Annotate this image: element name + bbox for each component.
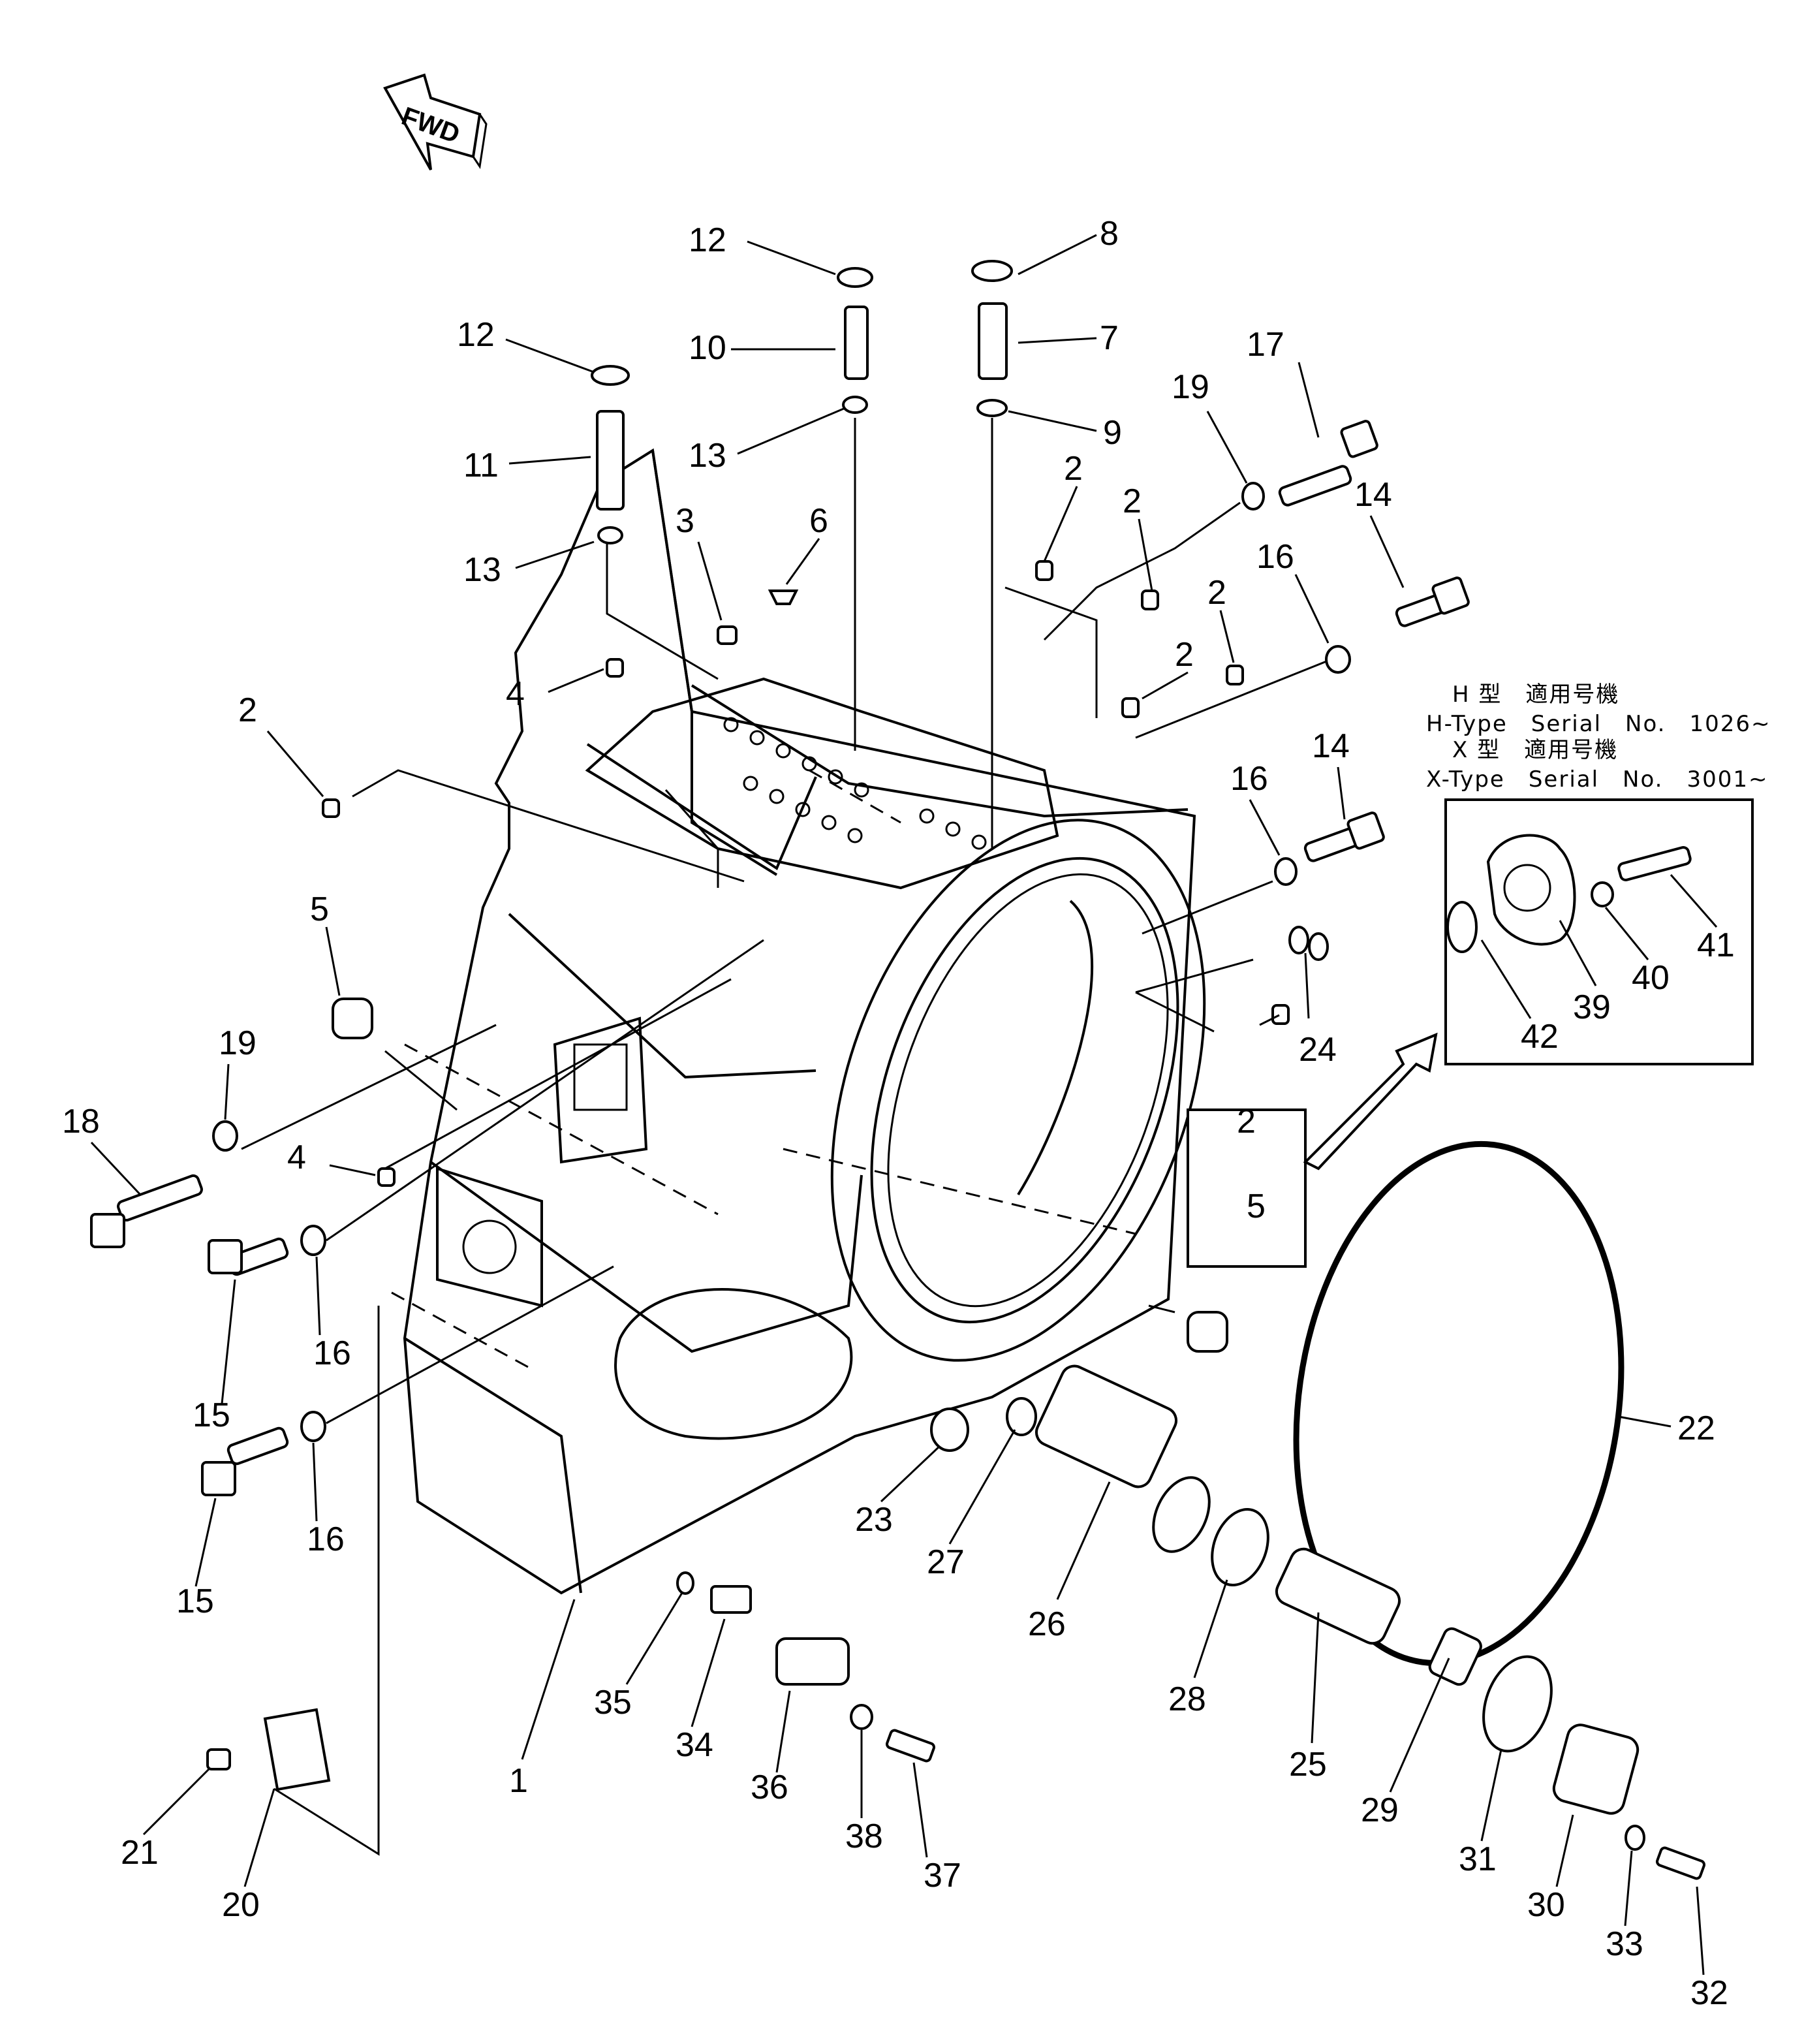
x-type-serial-label: X-Type Serial No. 3001∼ <box>1426 766 1769 793</box>
callout-2a: 2 <box>1064 450 1083 488</box>
hidden-lines <box>391 769 1136 1372</box>
callout-35: 35 <box>594 1684 632 1722</box>
callout-2c: 2 <box>1207 574 1226 612</box>
inset-pointer-arrow <box>1303 1032 1438 1171</box>
callout-14a: 14 <box>1354 476 1392 514</box>
callout-7: 7 <box>1100 319 1119 357</box>
fwd-arrow-icon: FWD <box>383 73 488 170</box>
callout-19a: 19 <box>1172 368 1209 406</box>
x-type-jp-label: X 型 適用号機 <box>1452 737 1618 763</box>
callout-6: 6 <box>809 502 828 540</box>
callout-10: 10 <box>689 329 726 367</box>
case-plate-holes <box>723 717 987 850</box>
callout-25: 25 <box>1289 1746 1327 1784</box>
callout-11: 11 <box>463 447 499 484</box>
callout-39: 39 <box>1573 988 1611 1026</box>
callout-13b: 13 <box>463 551 501 589</box>
callout-20: 20 <box>222 1886 260 1924</box>
callout-30: 30 <box>1527 1886 1565 1924</box>
callout-1: 1 <box>509 1762 528 1800</box>
callout-4b: 4 <box>287 1139 306 1176</box>
callout-2b: 2 <box>1123 482 1142 520</box>
h-type-jp-label: H 型 適用号機 <box>1452 682 1619 708</box>
callout-9: 9 <box>1103 414 1122 452</box>
callout-18: 18 <box>62 1103 100 1140</box>
callout-27: 27 <box>927 1543 965 1581</box>
callout-26: 26 <box>1028 1605 1066 1643</box>
callout-14b: 14 <box>1312 727 1350 765</box>
callout-15b: 15 <box>176 1582 214 1620</box>
callout-38: 38 <box>845 1817 883 1855</box>
callout-2d: 2 <box>1175 636 1194 674</box>
callout-5b: 5 <box>1247 1187 1266 1225</box>
callout-4a: 4 <box>506 675 525 713</box>
bell-housing-flange <box>830 819 1206 1362</box>
h-type-serial-label: H-Type Serial No. 1026∼ <box>1426 711 1771 737</box>
callout-34: 34 <box>676 1726 713 1764</box>
callout-2e: 2 <box>238 691 257 729</box>
seal-rings <box>212 260 1645 1851</box>
callout-32: 32 <box>1690 1974 1728 2012</box>
callout-41: 41 <box>1697 926 1735 964</box>
callout-16d: 16 <box>307 1520 345 1558</box>
callout-17: 17 <box>1247 326 1284 364</box>
callout-22: 22 <box>1677 1409 1715 1447</box>
callout-33: 33 <box>1606 1925 1643 1963</box>
callout-28: 28 <box>1168 1680 1206 1718</box>
fwd-label: FWD <box>398 102 464 149</box>
callout-23: 23 <box>855 1501 893 1539</box>
callout-29: 29 <box>1361 1791 1399 1829</box>
callout-8: 8 <box>1100 215 1119 253</box>
inset-panel: H 型 適用号機 H-Type Serial No. 1026∼ X 型 適用号… <box>1426 682 1771 1065</box>
large-o-ring <box>1293 1140 1625 1667</box>
callout-40: 40 <box>1632 959 1670 997</box>
callout-5a: 5 <box>310 890 329 928</box>
callout-2f: 2 <box>1237 1103 1256 1140</box>
callout-16b: 16 <box>1230 760 1268 798</box>
callout-19b: 19 <box>219 1024 257 1062</box>
callout-42: 42 <box>1521 1018 1559 1056</box>
callout-3: 3 <box>676 502 694 540</box>
callout-13a: 13 <box>689 437 726 475</box>
callout-leaders <box>90 234 1718 1975</box>
plugs-and-bolts <box>90 302 1705 1880</box>
leader-lines <box>241 418 1332 1856</box>
callout-21: 21 <box>121 1834 159 1872</box>
callout-16c: 16 <box>313 1334 351 1372</box>
callout-12a: 12 <box>689 221 726 259</box>
callout-labels: 1 2 2 2 2 2 2 2 3 4 4 5 5 6 7 8 9 10 11 … <box>62 215 1735 2012</box>
callout-12b: 12 <box>457 316 495 354</box>
callout-37: 37 <box>924 1857 961 1895</box>
callout-16a: 16 <box>1256 538 1294 576</box>
callout-31: 31 <box>1459 1840 1497 1878</box>
callout-36: 36 <box>751 1769 788 1806</box>
callout-15a: 15 <box>193 1396 230 1434</box>
callout-24: 24 <box>1299 1031 1337 1069</box>
